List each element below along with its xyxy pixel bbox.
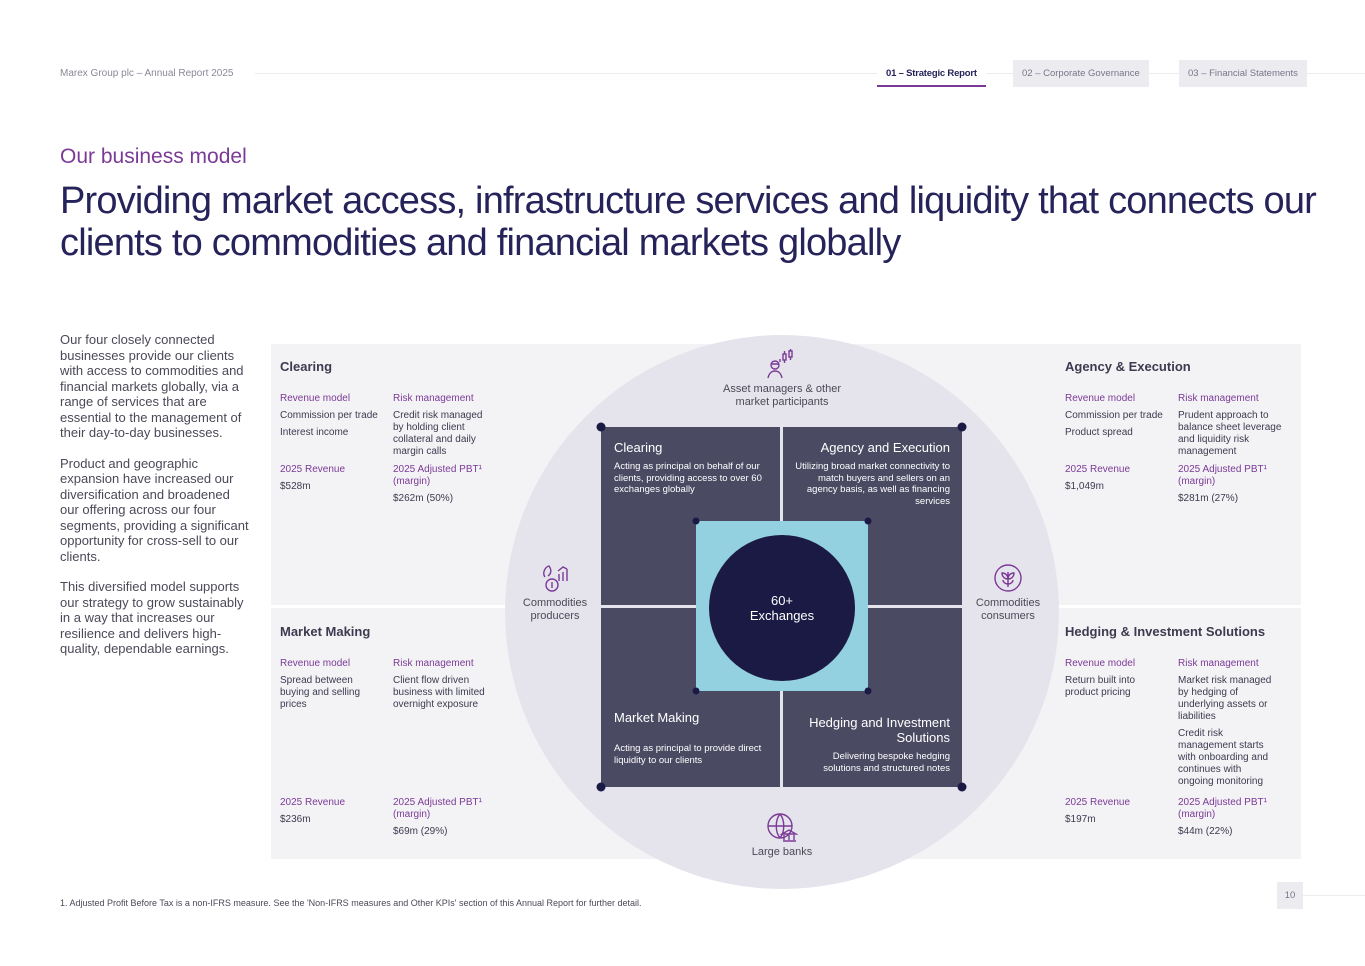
plant-circle-icon <box>994 564 1022 592</box>
label: Risk management <box>393 658 474 669</box>
value: Credit risk managed by holding client co… <box>393 410 483 457</box>
label: 2025 Revenue <box>280 797 346 808</box>
label: 2025 Adjusted PBT¹ (margin) <box>393 464 482 487</box>
tab-financial-statements[interactable]: 03 – Financial Statements <box>1179 60 1307 87</box>
intro-para: Product and geographic expansion have in… <box>60 455 249 564</box>
tab-corporate-governance[interactable]: 02 – Corporate Governance <box>1013 60 1149 87</box>
label: Revenue model <box>1065 393 1136 404</box>
value: Commission per trade <box>280 410 378 421</box>
box-text: Delivering bespoke hedging solutions and… <box>823 751 950 774</box>
header-rule <box>255 73 1365 74</box>
label: 2025 Adjusted PBT¹ (margin) <box>393 797 482 820</box>
participant-label: Asset managers & other market participan… <box>722 383 841 408</box>
value: Interest income <box>280 427 349 438</box>
label: 2025 Adjusted PBT¹ (margin) <box>1178 797 1267 820</box>
label: Revenue model <box>280 393 351 404</box>
footnote: 1. Adjusted Profit Before Tax is a non-I… <box>60 898 642 908</box>
label: 2025 Adjusted PBT¹ (margin) <box>1178 464 1267 487</box>
page-number: 10 <box>1277 882 1303 909</box>
participant-label: Commodities producers <box>522 597 588 622</box>
money-growth-icon <box>543 565 568 592</box>
value: Prudent approach to balance sheet levera… <box>1178 410 1282 457</box>
box-title: Market Making <box>614 710 700 725</box>
value: $197m <box>1065 814 1096 825</box>
value: $69m (29%) <box>393 826 448 837</box>
label: Revenue model <box>1065 658 1136 669</box>
intro-para: This diversified model supports our stra… <box>60 579 244 656</box>
participant-commodities-consumers: Commodities consumers <box>963 563 1053 623</box>
corner-dot <box>864 687 872 695</box>
box-title: Hedging and Investment Solutions <box>809 715 950 745</box>
box-text: Utilizing broad market connectivity to m… <box>795 461 950 507</box>
page-title: Providing market access, infrastructure … <box>60 180 1317 264</box>
section-kicker: Our business model <box>60 145 247 168</box>
intro-para: Our four closely connected businesses pr… <box>60 332 244 440</box>
value: Credit risk management starts with onboa… <box>1178 728 1269 787</box>
participant-label: Commodities consumers <box>975 597 1041 622</box>
value: $281m (27%) <box>1178 493 1239 504</box>
participant-label: Large banks <box>751 846 813 858</box>
bank-globe-icon <box>767 813 798 842</box>
label: Risk management <box>1178 658 1259 669</box>
corner-dot <box>957 782 967 792</box>
box-title: Clearing <box>614 440 663 455</box>
intro-text: Our four closely connected businesses pr… <box>60 332 250 672</box>
corner-dot <box>957 422 967 432</box>
label: Risk management <box>393 393 474 404</box>
value: Spread between buying and selling prices <box>280 675 361 710</box>
investor-chart-icon <box>767 349 793 379</box>
value: $1,049m <box>1065 481 1104 492</box>
value: $44m (22%) <box>1178 826 1233 837</box>
footer-rule <box>1303 895 1365 896</box>
box-text: Acting as principal to provide direct li… <box>614 743 762 766</box>
label: 2025 Revenue <box>280 464 346 475</box>
segment-title: Clearing <box>280 359 333 374</box>
corner-dot <box>596 422 606 432</box>
label: 2025 Revenue <box>1065 464 1131 475</box>
box-text: Acting as principal on behalf of our cli… <box>614 461 762 495</box>
value: Client flow driven business with limited… <box>393 675 485 710</box>
brand: Marex Group plc – Annual Report 2025 <box>60 68 234 79</box>
label: 2025 Revenue <box>1065 797 1131 808</box>
value: $262m (50%) <box>393 493 454 504</box>
participant-large-banks: Large banks <box>732 812 832 859</box>
corner-dot <box>864 517 872 525</box>
tab-strategic-report[interactable]: 01 – Strategic Report <box>877 60 986 87</box>
value: Product spread <box>1065 427 1133 438</box>
box-title: Agency and Execution <box>820 440 950 455</box>
segment-title: Market Making <box>280 624 371 639</box>
corner-dot <box>692 517 700 525</box>
exchanges-count: 60+ <box>770 593 794 608</box>
segment-title: Agency & Execution <box>1065 359 1191 374</box>
segment-hedging-investment: Hedging & Investment Solutions Revenue m… <box>1065 624 1290 837</box>
participant-commodities-producers: Commodities producers <box>510 563 600 623</box>
value: $236m <box>280 814 311 825</box>
corner-dot <box>692 687 700 695</box>
label: Revenue model <box>280 658 351 669</box>
label: Risk management <box>1178 393 1259 404</box>
value: Commission per trade <box>1065 410 1163 421</box>
exchanges-circle: 60+Exchanges <box>709 535 855 681</box>
exchanges-label: Exchanges <box>749 608 815 623</box>
participant-asset-managers: Asset managers & other market participan… <box>707 349 857 409</box>
corner-dot <box>596 782 606 792</box>
value: Market risk managed by hedging of underl… <box>1178 675 1272 722</box>
value: $528m <box>280 481 311 492</box>
segment-title: Hedging & Investment Solutions <box>1065 624 1266 639</box>
value: Return built into product pricing <box>1065 675 1136 698</box>
